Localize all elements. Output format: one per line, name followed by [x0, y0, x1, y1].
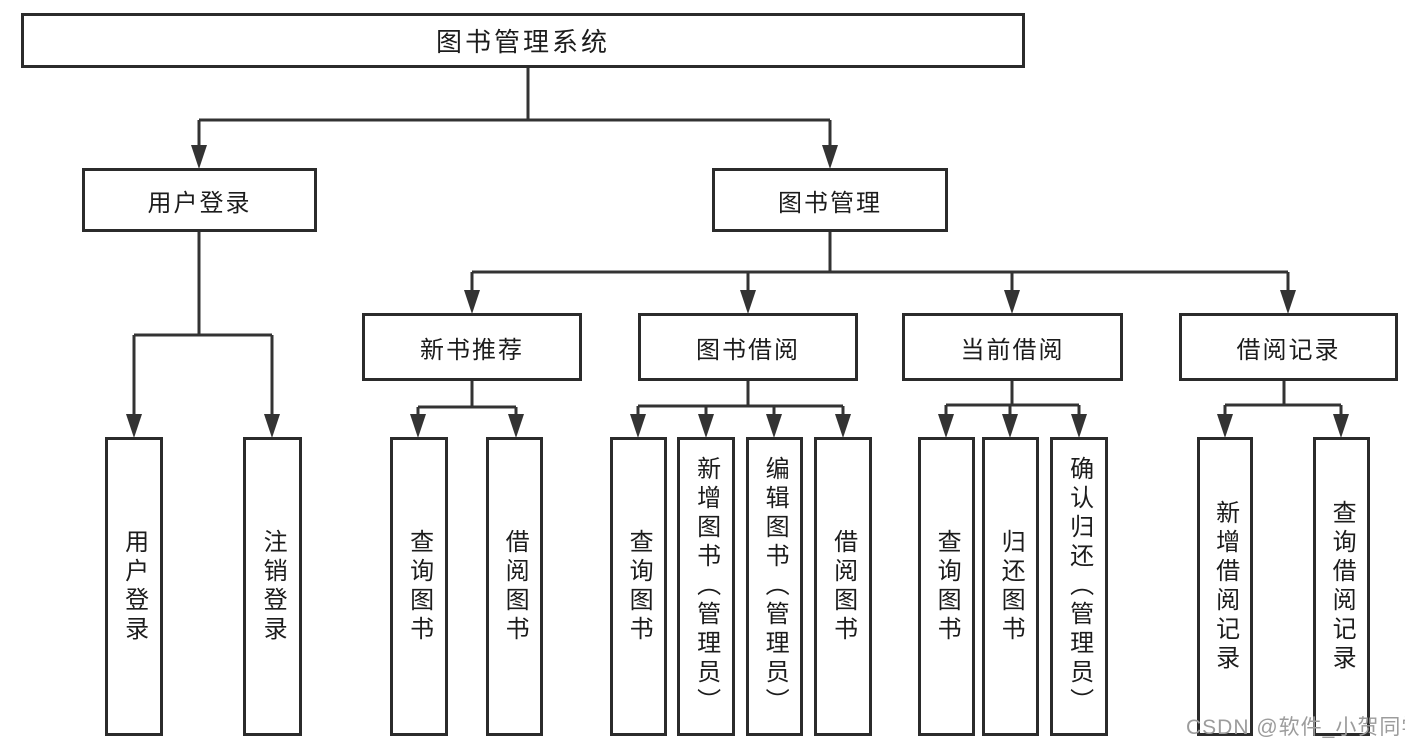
node-label: 用户登录	[120, 528, 148, 645]
leaf-bb-query-books: 查询图书	[610, 437, 667, 736]
node-label: 确认归还（管理员）	[1065, 456, 1093, 717]
node-label: 图书借阅	[696, 336, 800, 364]
node-book-borrowing: 图书借阅	[638, 313, 858, 381]
node-current-borrowing: 当前借阅	[902, 313, 1123, 381]
leaf-cb-confirm-return-admin: 确认归还（管理员）	[1050, 437, 1108, 736]
leaf-nbr-borrow-books: 借阅图书	[486, 437, 543, 736]
node-label: 借阅记录	[1236, 336, 1341, 364]
node-label: 归还图书	[997, 528, 1025, 645]
node-label: 借阅图书	[829, 528, 857, 645]
node-label: 查询图书	[625, 528, 653, 645]
arrowheads	[126, 145, 1349, 438]
node-label: 用户登录	[147, 189, 252, 217]
node-library-management-system: 图书管理系统	[21, 13, 1025, 68]
node-label: 新书推荐	[420, 336, 524, 364]
node-label: 查询图书	[933, 528, 961, 645]
node-new-book-recommendation: 新书推荐	[362, 313, 582, 381]
node-label: 注销登录	[259, 528, 287, 645]
leaf-br-query-record: 查询借阅记录	[1313, 437, 1370, 736]
node-label: 借阅图书	[501, 528, 529, 645]
leaf-cb-query-books: 查询图书	[918, 437, 975, 736]
leaf-cb-return-books: 归还图书	[982, 437, 1039, 736]
node-borrowing-records: 借阅记录	[1179, 313, 1398, 381]
node-book-management-branch: 图书管理	[712, 168, 948, 232]
node-label: 新增图书（管理员）	[692, 456, 720, 717]
leaf-logout: 注销登录	[243, 437, 302, 736]
node-label: 图书管理	[778, 189, 882, 217]
node-label: 查询借阅记录	[1328, 499, 1356, 674]
leaf-bb-borrow-books: 借阅图书	[814, 437, 872, 736]
node-label: 编辑图书（管理员）	[761, 456, 789, 717]
node-user-login-branch: 用户登录	[82, 168, 317, 232]
leaf-bb-edit-books-admin: 编辑图书（管理员）	[746, 437, 803, 736]
leaf-user-login: 用户登录	[105, 437, 163, 736]
leaf-nbr-query-books: 查询图书	[390, 437, 448, 736]
watermark-credit: CSDN @软件_小贺同学	[1186, 716, 1405, 739]
leaf-bb-add-books-admin: 新增图书（管理员）	[677, 437, 735, 736]
node-label: 当前借阅	[960, 336, 1065, 364]
leaf-br-add-record: 新增借阅记录	[1197, 437, 1253, 736]
node-label: 图书管理系统	[435, 27, 610, 57]
node-label: 新增借阅记录	[1211, 499, 1239, 674]
node-label: 查询图书	[405, 528, 433, 645]
